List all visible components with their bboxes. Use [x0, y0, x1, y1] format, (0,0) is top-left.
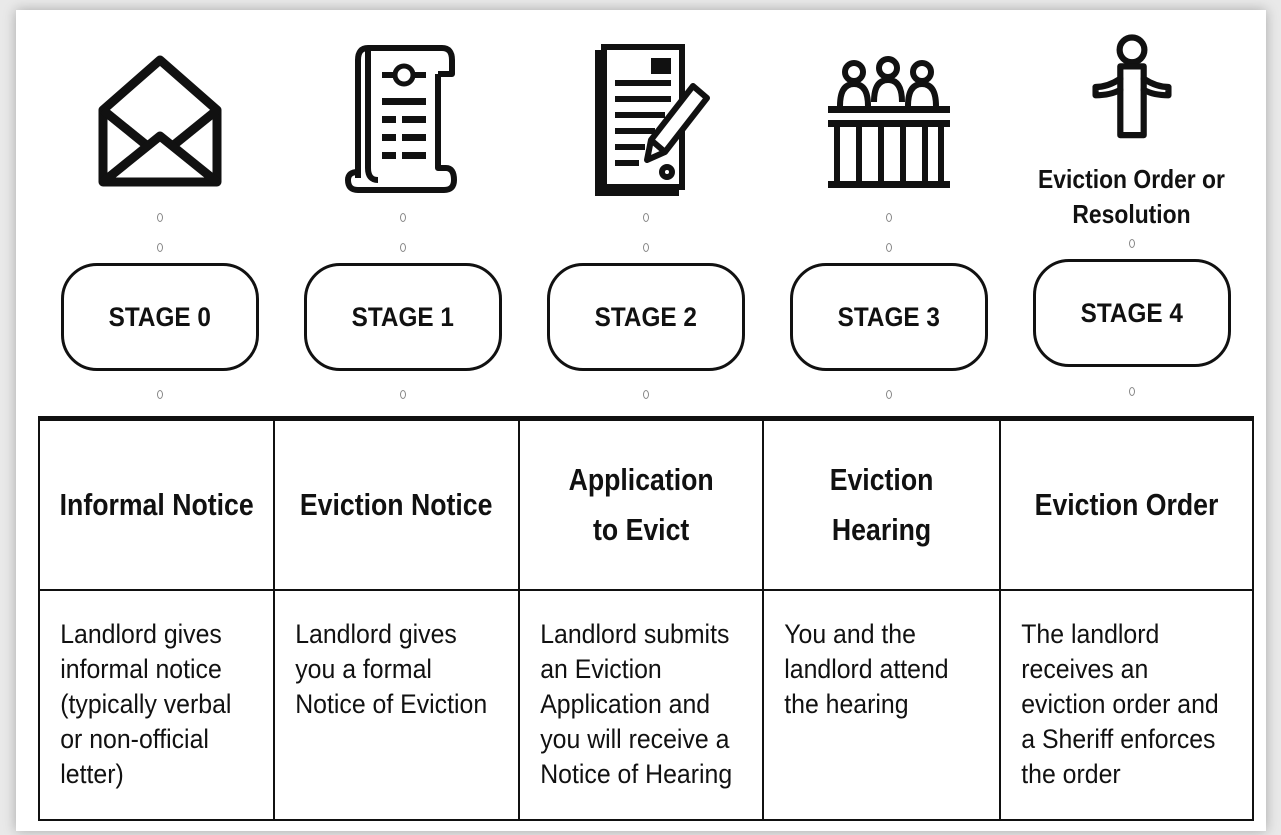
stage-2-pill: STAGE 2	[546, 263, 745, 371]
stage-column-2: STAGE 2	[524, 10, 767, 420]
table-cell: Landlord gives informal notice (typicall…	[37, 589, 276, 821]
table-cell: You and the landlord attend the hearing	[761, 589, 1001, 821]
stage-heading: Informal Notice	[59, 487, 254, 522]
table-cell: Eviction Notice	[273, 416, 520, 591]
connector-dot	[399, 243, 406, 252]
stage-description: Landlord gives informal notice (typicall…	[60, 619, 232, 789]
connector-dot	[885, 213, 892, 222]
stage-heading: Application to Evict	[568, 462, 714, 547]
table-cell: Landlord gives you a formal Notice of Ev…	[273, 589, 520, 821]
stage-4-pill: STAGE 4	[1032, 259, 1231, 367]
table-cell: Application to Evict	[517, 416, 764, 591]
person-shrug-icon	[1067, 32, 1197, 142]
connector-dot	[1128, 239, 1135, 248]
stage-column-4: Eviction Order or Resolution STAGE 4	[1010, 10, 1253, 420]
connector-dot	[1128, 387, 1135, 396]
hearing-panel-icon	[824, 40, 954, 200]
stage-heading: Eviction Order	[1034, 487, 1219, 522]
connector-dot	[399, 213, 406, 222]
stage-description: You and the landlord attend the hearing	[784, 619, 949, 719]
connector-dot	[156, 390, 163, 399]
connector-dot	[156, 213, 163, 222]
eviction-stages-diagram: STAGE 0	[16, 10, 1266, 831]
stage-heading: Eviction Hearing	[829, 462, 934, 547]
stage-details-table: Informal Notice Eviction Notice Applicat…	[37, 416, 1255, 821]
stage-description: The landlord receives an eviction order …	[1021, 619, 1219, 789]
connector-dot	[642, 390, 649, 399]
table-cell: Informal Notice	[37, 416, 276, 591]
stage-1-pill: STAGE 1	[303, 263, 502, 371]
stage-0-pill: STAGE 0	[60, 263, 259, 371]
stage-column-1: STAGE 1	[281, 10, 524, 420]
table-cell: Landlord submits an Eviction Application…	[517, 589, 764, 821]
stage-description: Landlord submits an Eviction Application…	[539, 619, 732, 789]
connector-dot	[399, 390, 406, 399]
table-cell: Eviction Order	[998, 416, 1255, 591]
table-row: Informal Notice Eviction Notice Applicat…	[37, 416, 1255, 591]
scroll-icon	[338, 40, 468, 200]
table-cell: The landlord receives an eviction order …	[998, 589, 1255, 821]
stage-heading: Eviction Notice	[300, 487, 493, 522]
envelope-icon	[95, 40, 225, 200]
table-row: Landlord gives informal notice (typicall…	[37, 589, 1255, 821]
connector-dot	[156, 243, 163, 252]
table-cell: Eviction Hearing	[761, 416, 1001, 591]
connector-dot	[885, 243, 892, 252]
stage-description: Landlord gives you a formal Notice of Ev…	[295, 619, 488, 719]
connector-dot	[642, 213, 649, 222]
connector-dot	[885, 390, 892, 399]
document-pen-icon	[581, 40, 711, 200]
stage-column-0: STAGE 0	[38, 10, 281, 420]
stage-3-pill: STAGE 3	[789, 263, 988, 371]
stage-column-3: STAGE 3	[767, 10, 1010, 420]
stage-4-caption: Eviction Order or Resolution	[1038, 164, 1225, 229]
connector-dot	[642, 243, 649, 252]
